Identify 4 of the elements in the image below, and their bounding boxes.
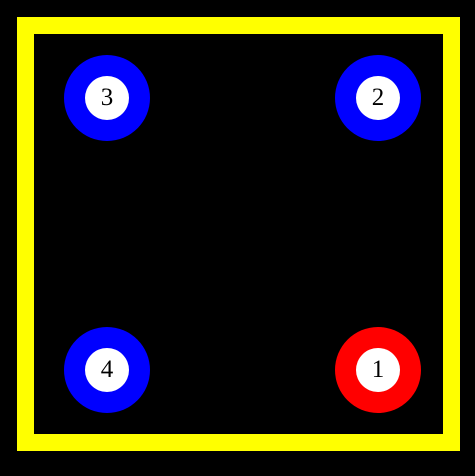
pad-number: 1 bbox=[356, 348, 400, 392]
pad-number: 3 bbox=[85, 76, 129, 120]
pad-number: 4 bbox=[85, 348, 129, 392]
pad-number: 2 bbox=[356, 76, 400, 120]
